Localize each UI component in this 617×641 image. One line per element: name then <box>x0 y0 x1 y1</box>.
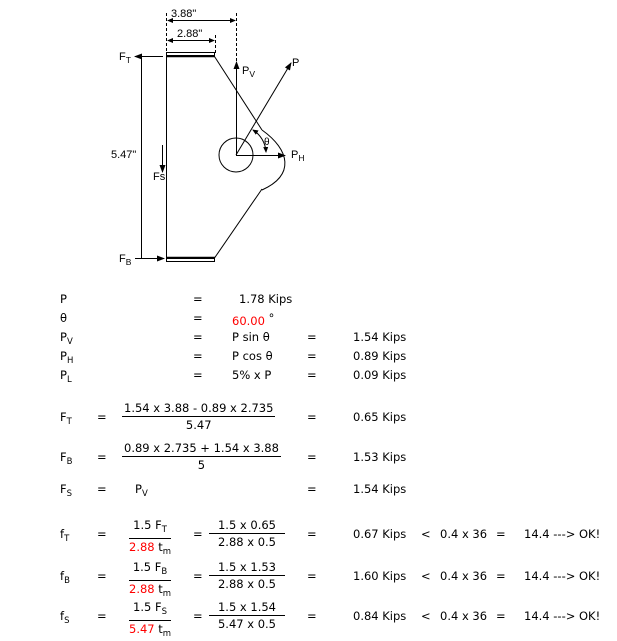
free-body-diagram <box>134 13 292 262</box>
less-than-sign: < <box>421 527 431 541</box>
force-fraction: 0.89 x 2.735 + 1.54 x 3.88 5 <box>122 441 281 472</box>
check-result: 14.4 ---> OK! <box>524 527 601 541</box>
component-symbol: PH <box>60 349 74 366</box>
component-expr: P cos θ <box>232 349 273 363</box>
equals-sign: = <box>307 349 317 363</box>
force-result: 1.53 Kips <box>353 450 407 464</box>
equals-sign: = <box>307 609 317 623</box>
allowable-expr: 0.4 x 36 <box>440 569 488 583</box>
allowable-expr: 0.4 x 36 <box>440 609 488 623</box>
fs-label: Fs <box>153 171 166 183</box>
force-fraction: 1.54 x 3.88 - 0.89 x 2.735 5.47 <box>122 401 276 432</box>
component-result: 1.54 Kips <box>353 330 407 344</box>
allowable-expr: 0.4 x 36 <box>440 527 488 541</box>
equals-sign: = <box>193 569 203 583</box>
equals-sign: = <box>97 482 107 496</box>
input-symbol: P <box>60 292 67 306</box>
force-result: 0.65 Kips <box>353 410 407 424</box>
pv-label: PV <box>242 65 256 79</box>
force-expr: PV <box>135 482 148 499</box>
stress-fraction-symbolic: 1.5 FS 5.47 tm <box>129 600 172 639</box>
component-result: 0.09 Kips <box>353 368 407 382</box>
equals-sign: = <box>97 410 107 424</box>
force-result: 1.54 Kips <box>353 482 407 496</box>
ph-label: PH <box>291 149 305 163</box>
stress-symbol: fB <box>60 569 70 586</box>
equals-sign: = <box>193 349 203 363</box>
force-symbol: FS <box>60 482 73 499</box>
equals-sign: = <box>307 527 317 541</box>
equals-sign: = <box>307 368 317 382</box>
equals-sign: = <box>193 330 203 344</box>
equals-sign: = <box>307 482 317 496</box>
stress-fraction-numeric: 1.5 x 1.53 2.88 x 0.5 <box>209 560 285 591</box>
equals-sign: = <box>307 410 317 424</box>
equals-sign: = <box>97 609 107 623</box>
check-result: 14.4 ---> OK! <box>524 609 601 623</box>
equals-sign: = <box>97 569 107 583</box>
equals-sign: = <box>496 569 506 583</box>
less-than-sign: < <box>421 569 431 583</box>
equals-sign: = <box>97 450 107 464</box>
equals-sign: = <box>307 330 317 344</box>
fb-label: FB <box>119 253 132 267</box>
p-label: P <box>292 57 300 69</box>
stress-fraction-symbolic: 1.5 FT 2.88 tm <box>129 518 172 557</box>
equals-sign: = <box>193 609 203 623</box>
theta-label: θ <box>264 137 270 148</box>
component-result: 0.89 Kips <box>353 349 407 363</box>
equals-sign: = <box>193 527 203 541</box>
check-result: 14.4 ---> OK! <box>524 569 601 583</box>
component-symbol: PL <box>60 368 72 385</box>
equals-sign: = <box>496 527 506 541</box>
dim-height-label: 5.47" <box>111 149 137 161</box>
stress-fraction-symbolic: 1.5 FB 2.88 tm <box>129 560 172 599</box>
stress-result: 1.60 Kips <box>353 569 407 583</box>
equals-sign: = <box>193 292 203 306</box>
component-symbol: PV <box>60 330 73 347</box>
input-value: 1.78 Kips <box>239 292 293 306</box>
component-expr: 5% x P <box>232 368 272 382</box>
dim-top-label: 3.88" <box>171 8 197 20</box>
component-expr: P sin θ <box>232 330 270 344</box>
force-symbol: FB <box>60 450 73 467</box>
stress-fraction-numeric: 1.5 x 0.65 2.88 x 0.5 <box>209 518 285 549</box>
input-symbol: θ <box>60 311 68 325</box>
stress-result: 0.67 Kips <box>353 527 407 541</box>
equals-sign: = <box>496 609 506 623</box>
less-than-sign: < <box>421 609 431 623</box>
dim-inner-label: 2.88" <box>177 28 203 40</box>
force-symbol: FT <box>60 410 72 427</box>
stress-result: 0.84 Kips <box>353 609 407 623</box>
equals-sign: = <box>193 311 203 325</box>
input-value: 60.00 ° <box>232 311 275 328</box>
equals-sign: = <box>193 368 203 382</box>
equals-sign: = <box>97 527 107 541</box>
stress-symbol: fS <box>60 609 70 626</box>
stress-fraction-numeric: 1.5 x 1.54 5.47 x 0.5 <box>209 600 285 631</box>
equals-sign: = <box>307 569 317 583</box>
stress-symbol: fT <box>60 527 70 544</box>
equals-sign: = <box>307 450 317 464</box>
ft-label: FT <box>119 51 131 65</box>
